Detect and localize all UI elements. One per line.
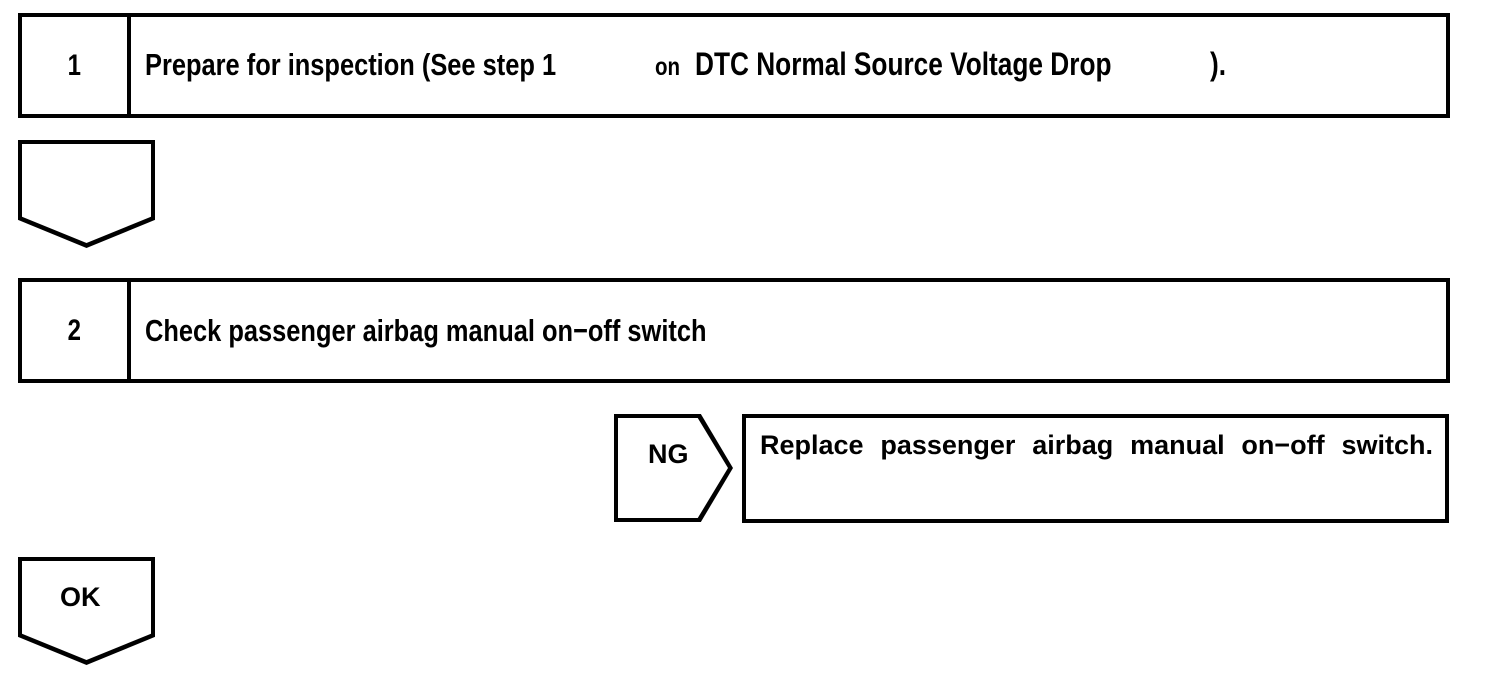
step-text-cell-2: Check passenger airbag manual on−off swi… bbox=[131, 282, 1446, 379]
step-1-reference-text: DTC Normal Source Voltage Drop bbox=[694, 46, 1112, 82]
step-number-cell-1: 1 bbox=[22, 17, 131, 114]
flow-connector-ok-label: OK bbox=[60, 582, 101, 612]
step-row-1: 1 Prepare for inspection (See step 1 on … bbox=[18, 13, 1450, 118]
replace-switch-action-box: Replace passenger airbag manual on−off s… bbox=[742, 414, 1449, 523]
step-row-2: 2 Check passenger airbag manual on−off s… bbox=[18, 278, 1450, 383]
flow-connector-blank bbox=[18, 140, 155, 248]
replace-switch-action-text: Replace passenger airbag manual on−off s… bbox=[760, 430, 1433, 460]
flow-connector-ng-label: NG bbox=[648, 439, 689, 469]
step-1-lead-text: Prepare for inspection (See step 1 bbox=[145, 47, 557, 82]
flow-connector-blank-fill bbox=[22, 144, 151, 243]
step-number-2: 2 bbox=[67, 313, 82, 347]
step-2-lead-text: Check passenger airbag manual on−off swi… bbox=[145, 312, 707, 348]
step-1-tail-text: ). bbox=[1209, 46, 1226, 82]
step-number-cell-2: 2 bbox=[22, 282, 131, 379]
step-text-cell-1: Prepare for inspection (See step 1 on DT… bbox=[131, 17, 1446, 114]
step-number-1: 1 bbox=[67, 48, 82, 82]
step-1-connector-text: on bbox=[655, 53, 681, 81]
